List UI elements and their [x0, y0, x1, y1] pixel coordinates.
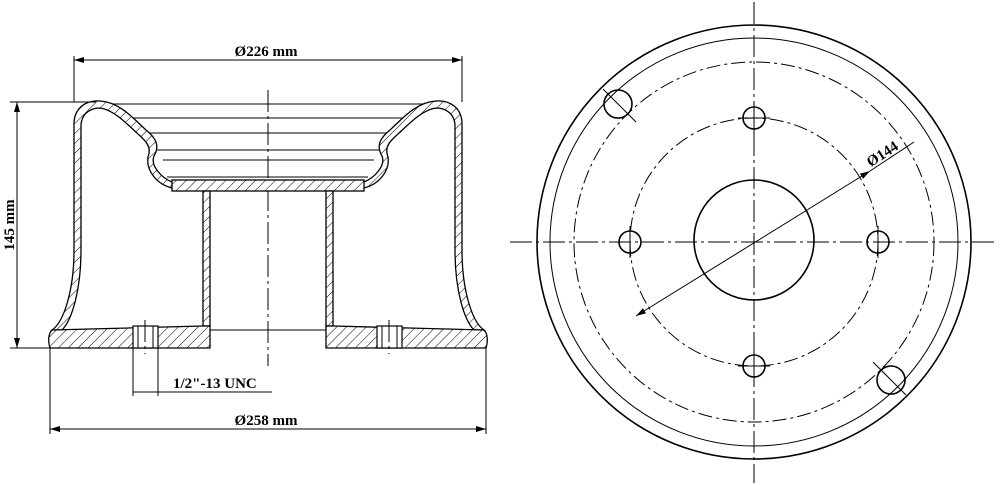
base-flange-left — [48, 325, 211, 349]
hub-top-plate — [171, 179, 365, 192]
hub-tube-right — [325, 190, 334, 327]
hub-tube-left — [202, 190, 211, 327]
dimension-height: 145 mm — [2, 101, 96, 349]
rim-inner-contours — [96, 103, 438, 178]
height-label: 145 mm — [2, 199, 18, 251]
mount-hole-bottom-right — [872, 361, 907, 396]
bolt-circle-label: Ø144 — [864, 138, 902, 170]
rim-wall-right — [335, 100, 487, 331]
bolt-hole-bottom — [738, 350, 770, 382]
dimension-bottom-diameter: Ø258 mm — [49, 348, 487, 434]
outer-rim-circle — [536, 24, 972, 460]
base-flange-right — [325, 325, 488, 349]
inner-rim-circle — [549, 37, 959, 447]
rim-wall-left — [49, 100, 201, 331]
front-view: Ø144 — [510, 2, 998, 483]
thread-label: 1/2"-13 UNC — [173, 376, 257, 392]
dimension-bolt-circle: Ø144 — [635, 138, 915, 317]
dimension-thread: 1/2"-13 UNC — [132, 348, 272, 396]
threaded-hole-right — [376, 320, 403, 354]
side-view: Ø226 mm 145 mm 1/2"-13 UNC Ø258 mm — [2, 44, 488, 434]
mount-hole-top-left — [602, 88, 637, 123]
outer-hole-circle — [573, 61, 935, 423]
threaded-hole-left — [132, 320, 159, 354]
bolt-hole-top — [738, 102, 770, 134]
dimension-top-diameter: Ø226 mm — [73, 44, 463, 102]
top-diameter-label: Ø226 mm — [235, 44, 298, 60]
bottom-diameter-label: Ø258 mm — [235, 413, 298, 429]
